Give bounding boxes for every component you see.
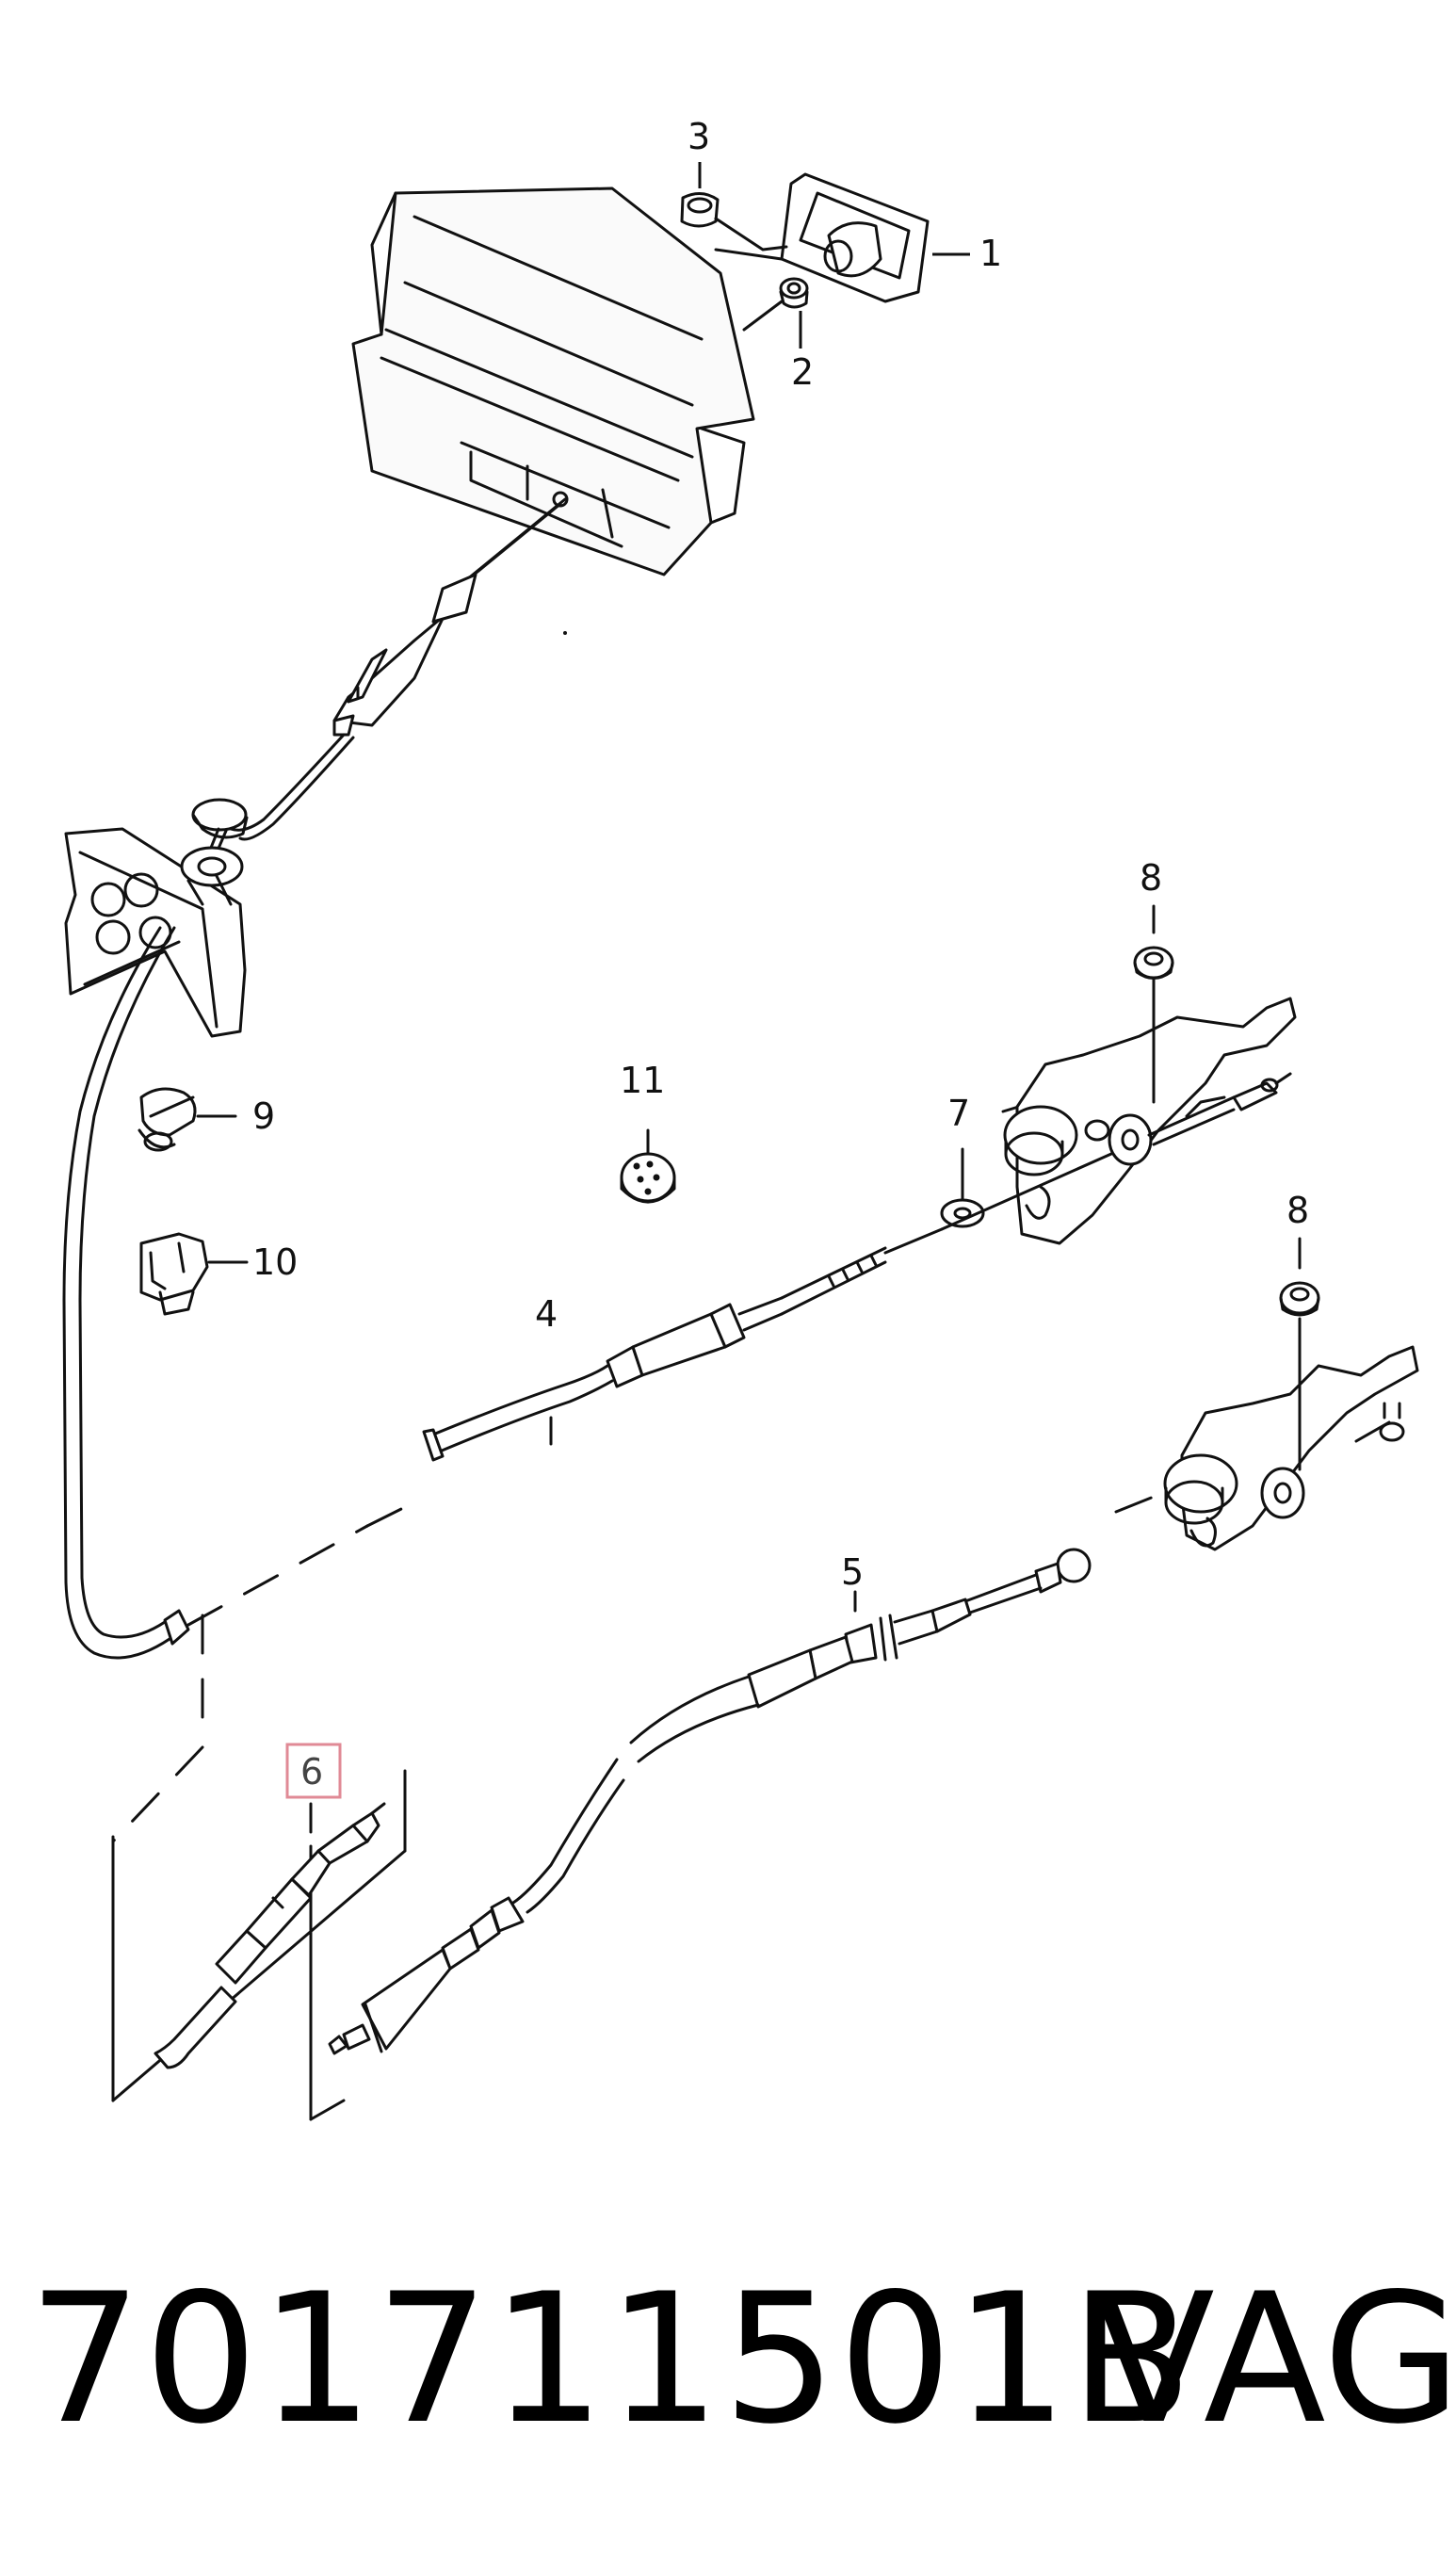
callout-6: 6 xyxy=(300,1751,323,1792)
upper-cable xyxy=(191,573,477,859)
callout-9: 9 xyxy=(252,1095,275,1137)
part-number-label: 701711501B xyxy=(28,2255,1195,2463)
selector-cable-loop xyxy=(62,926,190,1660)
part-8a-bushing xyxy=(1133,904,1174,1104)
callout-7: 7 xyxy=(947,1093,970,1134)
part-10-clip xyxy=(139,1232,249,1316)
callout-5: 5 xyxy=(841,1551,864,1593)
part-2-bushing xyxy=(742,277,809,332)
brand-label: VAG xyxy=(1092,2255,1456,2463)
part-5-cable xyxy=(328,1548,1092,2055)
callout-11: 11 xyxy=(620,1060,665,1101)
callout-10: 10 xyxy=(252,1241,298,1283)
bulkhead-plate xyxy=(64,827,247,1038)
part-11-grommet xyxy=(620,1128,676,1204)
part-9-clip xyxy=(138,1087,237,1152)
callout-labels: 1 2 3 4 5 6 7 8 8 9 10 11 xyxy=(252,116,1309,1799)
callout-3: 3 xyxy=(688,116,710,157)
part-8b-bushing xyxy=(1279,1237,1320,1471)
callout-2: 2 xyxy=(791,351,814,393)
lower-lever-bracket xyxy=(1163,1345,1419,1551)
part-7-washer xyxy=(940,1147,985,1228)
part-4-cable xyxy=(422,1227,944,1462)
part-6-cable-end xyxy=(111,1769,407,2121)
part-3-clip xyxy=(680,192,788,251)
callout-4: 4 xyxy=(535,1293,558,1335)
callout-6-highlight xyxy=(285,1743,342,1799)
part-1-handle xyxy=(714,172,930,303)
shift-housing xyxy=(351,187,755,591)
callout-1: 1 xyxy=(979,233,1002,274)
callout-8a: 8 xyxy=(1140,857,1162,899)
upper-lever-bracket xyxy=(940,997,1297,1245)
callout-8b: 8 xyxy=(1286,1190,1309,1231)
